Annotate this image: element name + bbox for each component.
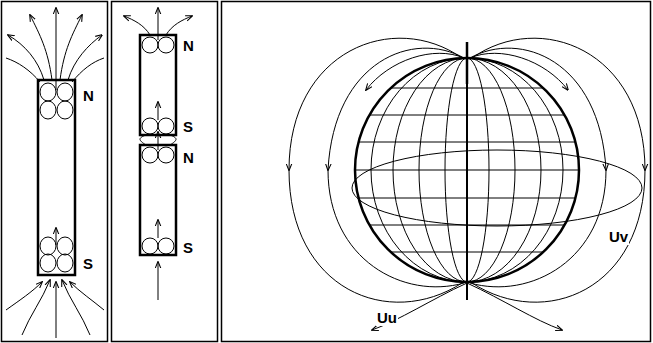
pole-label: S (182, 119, 194, 135)
panel-frame (112, 2, 218, 342)
pole-label: N (82, 88, 95, 104)
bar-magnet (6, 8, 104, 338)
panel-frame (222, 2, 651, 342)
pole-label: S (82, 256, 94, 272)
pole-label: S (182, 240, 194, 256)
field-lines (289, 38, 645, 330)
pole-label: N (182, 150, 195, 166)
panel-frame (2, 2, 108, 342)
earth-globe (352, 42, 642, 300)
field-label: Uu (376, 310, 398, 326)
field-label: Uv (608, 229, 629, 245)
pole-label: N (182, 38, 195, 54)
